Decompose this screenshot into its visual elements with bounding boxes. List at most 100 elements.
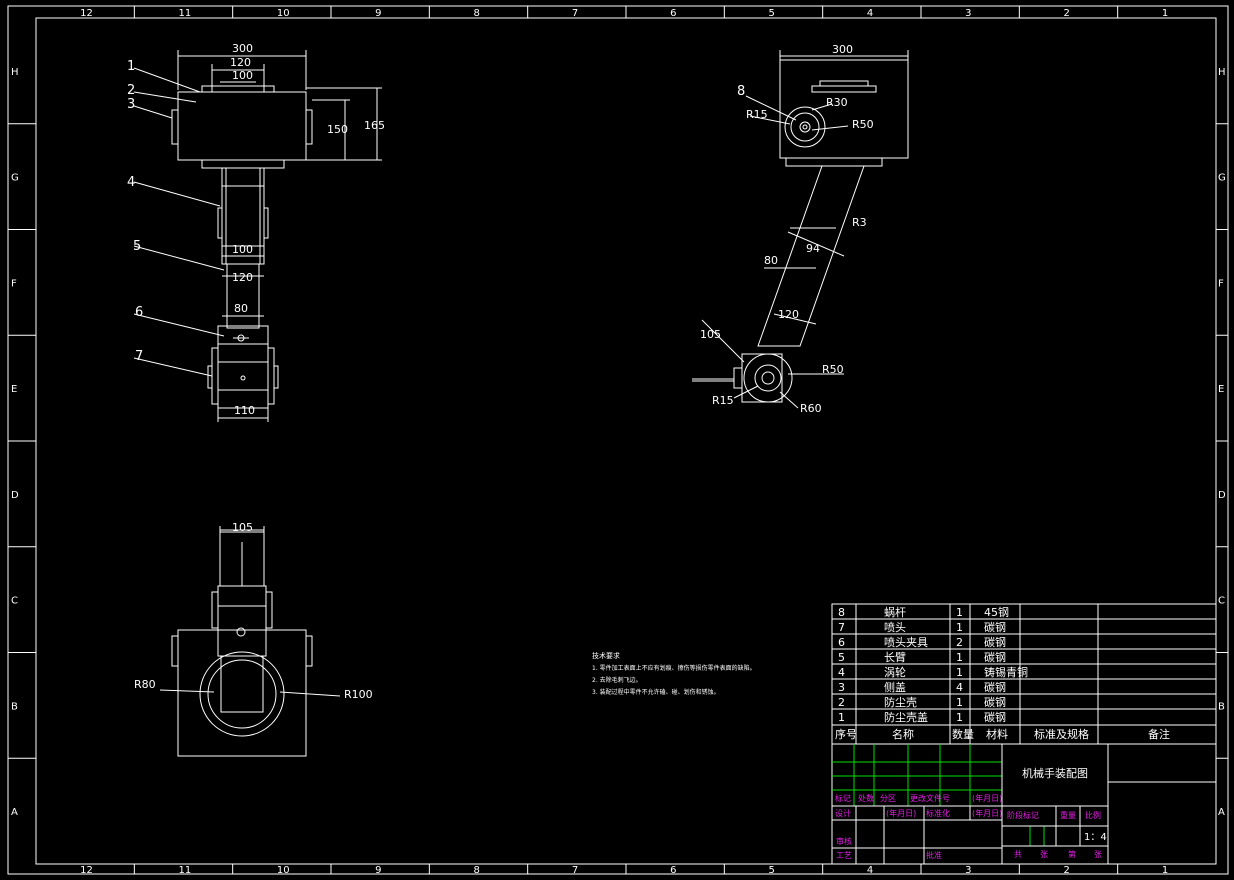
- top-view: 105 R80 R100: [134, 521, 373, 757]
- bom-cell-name: 喷头夹具: [884, 636, 928, 649]
- label-1: 1: [127, 59, 135, 74]
- bom-cell-material: 碳钢: [984, 680, 1006, 694]
- label-6: 6: [135, 305, 143, 320]
- dim-r60: R60: [800, 402, 822, 415]
- sign-label-count: 处数: [858, 793, 874, 803]
- dim-r15-lower: R15: [712, 394, 734, 407]
- dim-r50-lower: R50: [822, 363, 844, 376]
- row-label-left: B: [11, 701, 18, 712]
- bom-cell-material: 碳钢: [984, 635, 1006, 649]
- bom-cell-name: 防尘壳盖: [884, 710, 928, 724]
- row-label-left: H: [11, 67, 19, 78]
- sign-label-change: 更改文件号: [910, 793, 950, 803]
- bom-cell-qty: 2: [956, 636, 963, 649]
- weight-label: 重量: [1060, 810, 1076, 820]
- bom-cell-material: 45钢: [984, 606, 1009, 619]
- col-label-top: 11: [179, 8, 192, 19]
- dim-105-top: 105: [232, 521, 253, 534]
- bom-cell-name: 长臂: [884, 651, 906, 664]
- bom-cell-name: 喷头: [884, 621, 906, 634]
- dim-105-side: 105: [700, 328, 721, 341]
- dim-r15: R15: [746, 108, 768, 121]
- row-label-right: E: [1218, 384, 1224, 395]
- col-label-bottom: 9: [375, 865, 381, 876]
- approve-label: 批准: [926, 850, 942, 860]
- side-view: 8 300 R30 R15 R50 R3 94 80 120 105 R50 R…: [692, 43, 909, 415]
- row-label-right: B: [1218, 701, 1225, 712]
- label-3: 3: [127, 97, 135, 112]
- dim-94: 94: [806, 242, 820, 255]
- bom-cell-qty: 1: [956, 606, 963, 619]
- bom-cell-name: 涡轮: [884, 665, 906, 679]
- sheets-total: 共: [1014, 850, 1022, 859]
- col-label-top: 7: [572, 8, 578, 19]
- bom-cell-no: 3: [838, 681, 845, 694]
- bom-cell-material: 碳钢: [984, 710, 1006, 724]
- row-label-left: G: [11, 173, 19, 184]
- bom-cell-no: 7: [838, 621, 845, 634]
- bom-cell-qty: 1: [956, 651, 963, 664]
- technical-notes: 技术要求 1. 零件加工表面上不应有划痕、擦伤等损伤零件表面的缺陷。 2. 去除…: [592, 651, 756, 696]
- bom-cell-no: 8: [838, 606, 845, 619]
- sheets-unit-1: 张: [1040, 850, 1048, 859]
- bom-cell-qty: 1: [956, 621, 963, 634]
- bom-cell-material: 碳钢: [984, 650, 1006, 664]
- col-label-bottom: 5: [769, 865, 775, 876]
- row-label-left: D: [11, 490, 19, 501]
- process-label: 工艺: [836, 851, 852, 860]
- bom-cell-qty: 1: [956, 711, 963, 724]
- col-label-top: 12: [80, 8, 93, 19]
- col-label-bottom: 2: [1064, 865, 1070, 876]
- sign-label-zone: 分区: [880, 794, 896, 803]
- col-label-bottom: 12: [80, 865, 93, 876]
- col-label-bottom: 7: [572, 865, 578, 876]
- dim-100-arm: 100: [232, 243, 253, 256]
- bom-header-no: 序号: [835, 727, 857, 741]
- col-label-bottom: 11: [179, 865, 192, 876]
- dim-100: 100: [232, 69, 253, 82]
- bom-header-qty: 数量: [952, 728, 974, 741]
- row-label-left: A: [11, 807, 18, 818]
- dim-165: 165: [364, 119, 385, 132]
- bom-cell-material: 碳钢: [984, 620, 1006, 634]
- notes-title: 技术要求: [592, 651, 620, 660]
- scale-label: 比例: [1085, 810, 1101, 820]
- label-7: 7: [135, 349, 143, 364]
- notes-line-1: 1. 零件加工表面上不应有划痕、擦伤等损伤零件表面的缺陷。: [592, 664, 756, 672]
- dim-r100: R100: [344, 688, 373, 701]
- col-label-top: 6: [670, 8, 676, 19]
- standard-label: 标准化: [926, 808, 950, 818]
- sign-label-mark: 标记: [835, 793, 851, 803]
- col-label-top: 10: [277, 8, 290, 19]
- col-label-bottom: 4: [867, 865, 873, 876]
- label-2: 2: [127, 83, 135, 98]
- sheets-unit-2: 张: [1094, 850, 1102, 859]
- bom-cell-no: 5: [838, 651, 845, 664]
- front-view: 1 2 3 4 5 6 7 300 120 100 150 165 100 12…: [127, 42, 385, 422]
- bom-header-name: 名称: [892, 727, 914, 741]
- notes-line-2: 2. 去除毛刺飞边。: [592, 676, 642, 684]
- col-label-top: 9: [375, 8, 381, 19]
- dim-r30: R30: [826, 96, 848, 109]
- bom-cell-material: 铸锡青铜: [984, 665, 1028, 679]
- bom-header-material: 材料: [986, 727, 1008, 741]
- drawing-title: 机械手装配图: [1022, 766, 1088, 780]
- label-5: 5: [133, 239, 141, 254]
- design-date: (年月日): [886, 808, 916, 818]
- row-label-right: H: [1218, 67, 1226, 78]
- standard-date: (年月日): [972, 808, 1002, 818]
- row-label-right: A: [1218, 807, 1225, 818]
- bom-cell-qty: 1: [956, 696, 963, 709]
- col-label-bottom: 3: [965, 865, 971, 876]
- col-label-top: 8: [474, 8, 480, 19]
- sheet-number: 第: [1068, 849, 1076, 859]
- label-4: 4: [127, 175, 135, 190]
- dim-300: 300: [232, 42, 253, 55]
- bom-cell-name: 防尘壳: [884, 695, 917, 709]
- col-label-top: 3: [965, 8, 971, 19]
- dim-80: 80: [234, 302, 248, 315]
- dim-120-arm: 120: [232, 271, 253, 284]
